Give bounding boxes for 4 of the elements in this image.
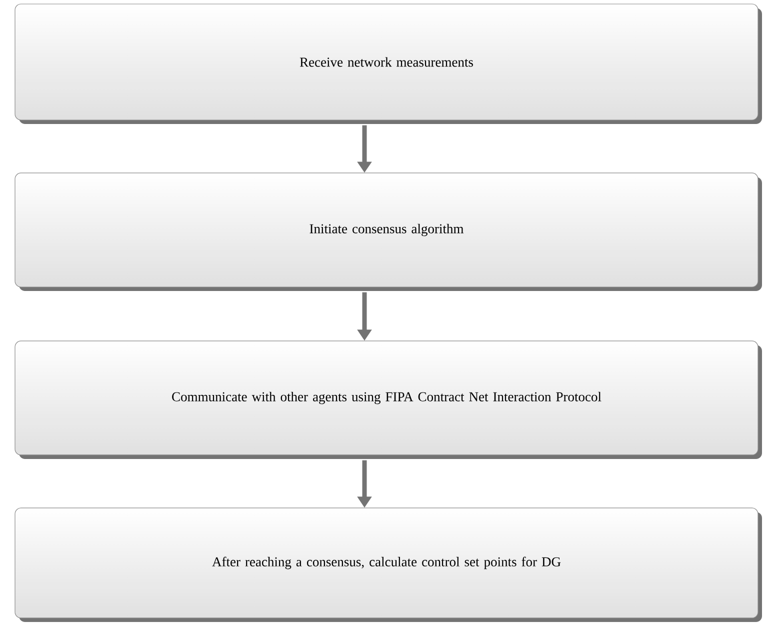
process-box: Receive network measurements [14, 4, 762, 124]
process-box: After reaching a consensus, calculate control set points for DG [14, 508, 762, 622]
process-box: Initiate consensus algorithm [14, 172, 762, 291]
process-box: Communicate with other agents using FIPA Contract Net Interaction Protocol [14, 340, 762, 459]
